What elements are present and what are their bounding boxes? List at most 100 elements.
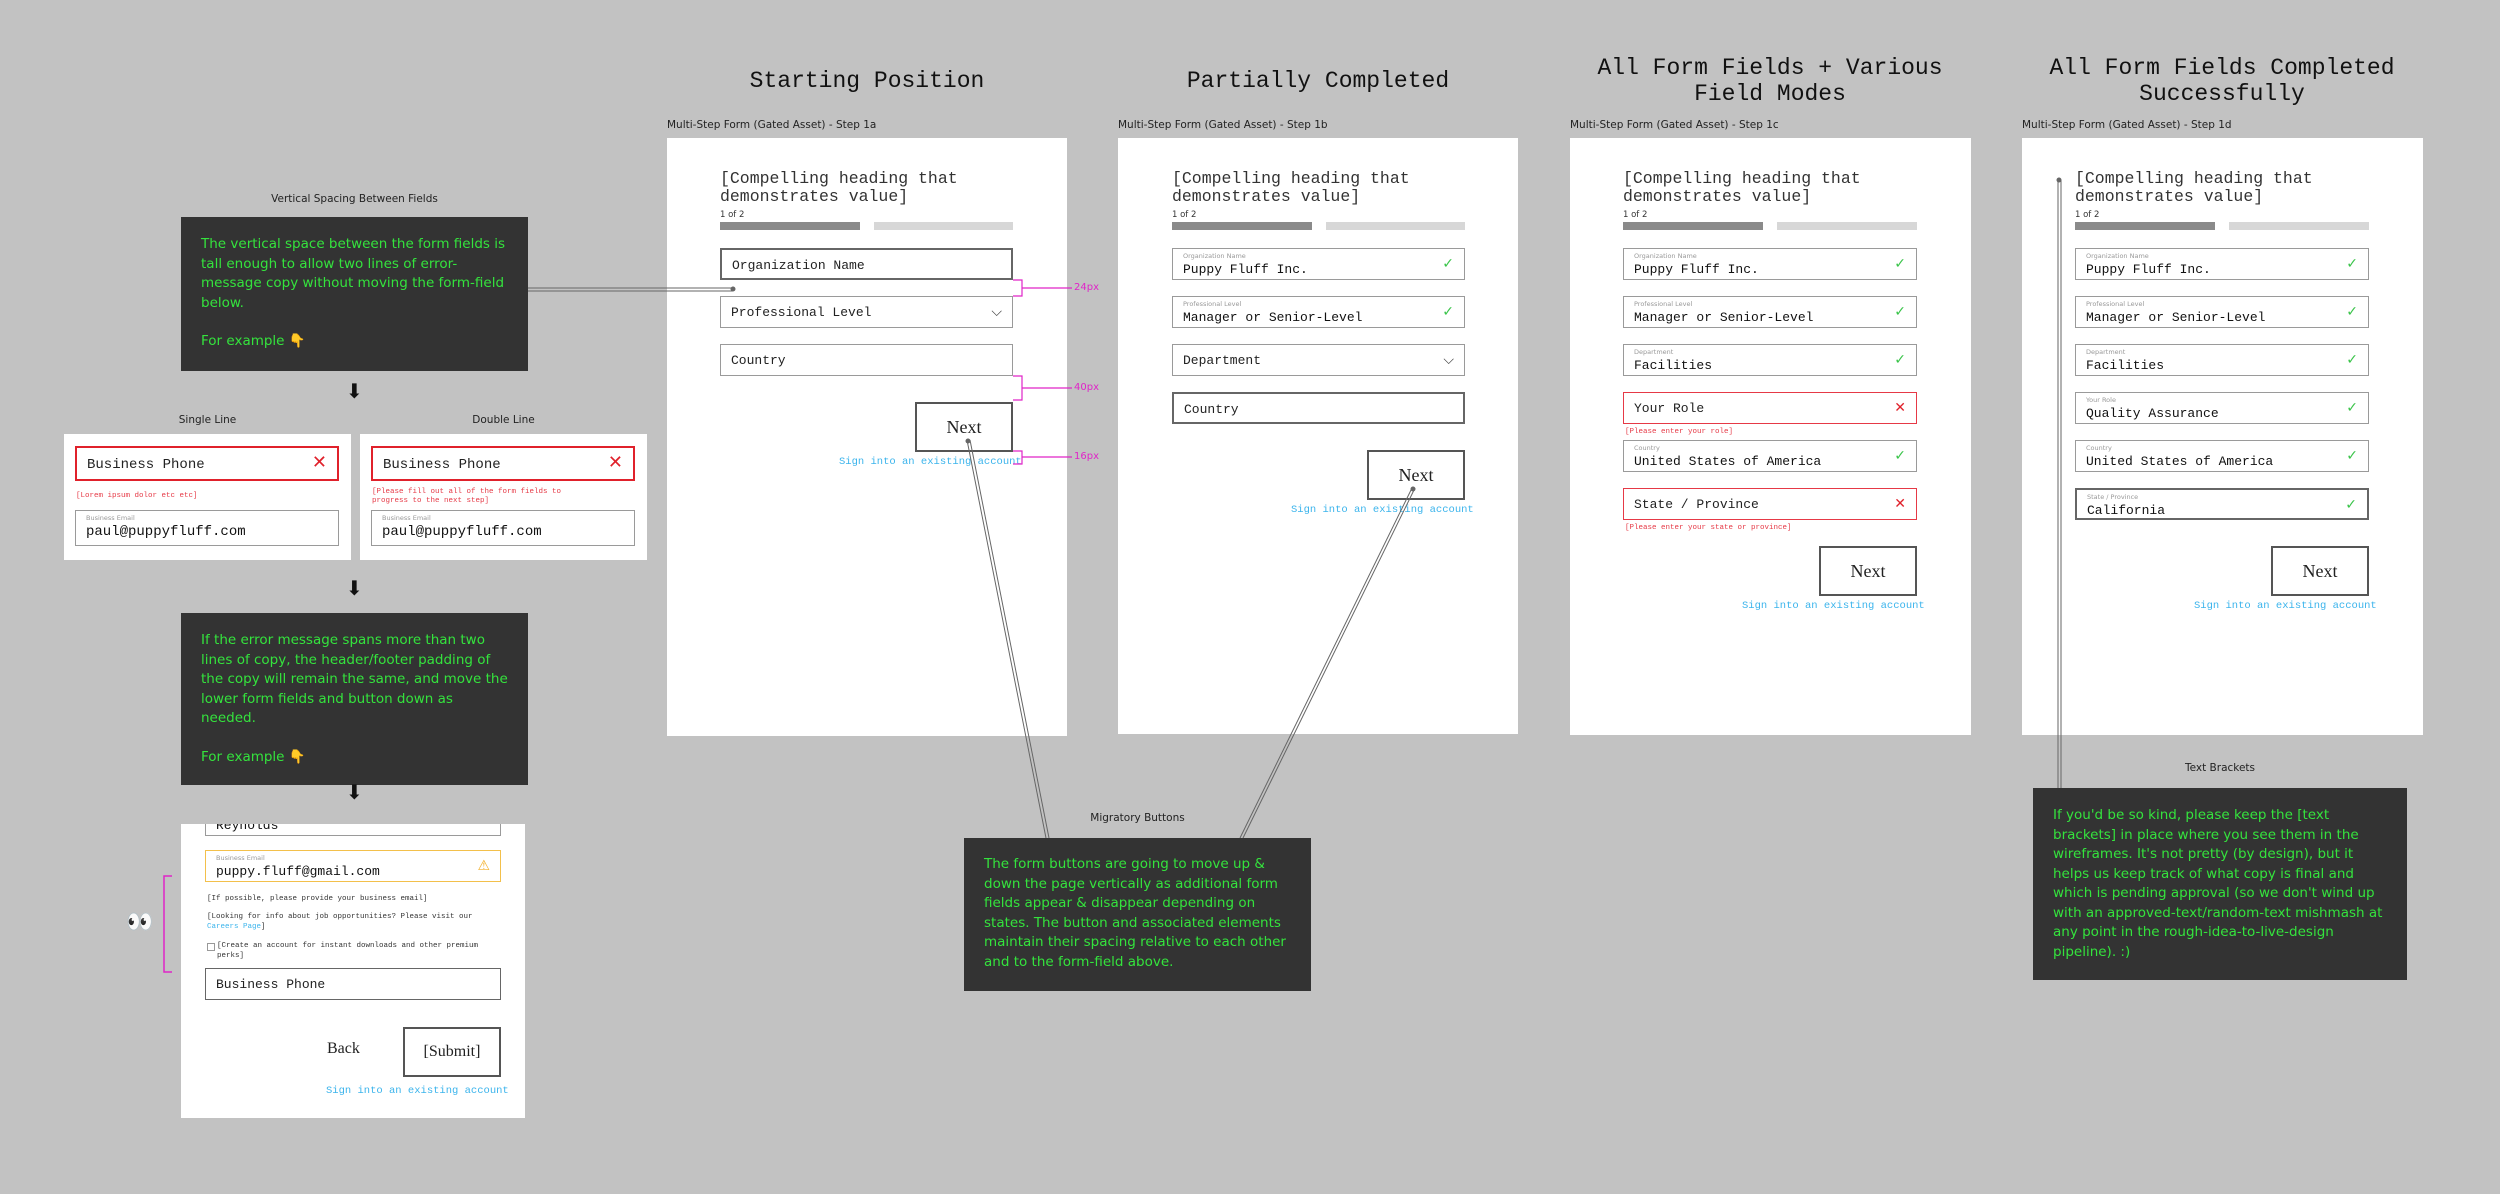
professional-level-select[interactable]: Professional Level ⌵: [720, 296, 1013, 328]
state-placeholder: State / Province: [1634, 497, 1759, 512]
board-label-1a: Multi-Step Form (Gated Asset) - Step 1a: [667, 119, 877, 131]
next-button[interactable]: Next: [2271, 546, 2369, 596]
state-value: California: [2087, 503, 2166, 518]
eyes-icon: 👀: [126, 910, 154, 935]
check-icon: ✓: [1442, 304, 1454, 320]
x-icon: ✕: [1894, 400, 1906, 416]
role-field[interactable]: Your Role ✕: [1623, 392, 1917, 424]
sign-in-link[interactable]: Sign into an existing account: [326, 1085, 509, 1097]
professional-level-placeholder: Professional Level: [731, 305, 872, 320]
check-icon: ✓: [1894, 352, 1906, 368]
check-icon: ✓: [2346, 304, 2358, 320]
business-phone-placeholder: Business Phone: [87, 457, 205, 473]
migratory-buttons-note: The form buttons are going to move up & …: [964, 838, 1311, 991]
last-name-field[interactable]: Reynolds: [205, 824, 501, 836]
business-email-field[interactable]: Business Email puppy.fluff@gmail.com ⚠: [205, 850, 501, 882]
business-phone-placeholder: Business Phone: [383, 457, 501, 473]
organization-field[interactable]: Organization Name Puppy Fluff Inc. ✓: [1623, 248, 1917, 280]
organization-value: Puppy Fluff Inc.: [2086, 262, 2211, 277]
sign-in-link[interactable]: Sign into an existing account: [2194, 600, 2377, 612]
state-label: State / Province: [2087, 493, 2139, 501]
country-field[interactable]: Country: [1172, 392, 1465, 424]
chevron-down-icon: ⌵: [991, 304, 1002, 320]
text-brackets-note: If you'd be so kind, please keep the [te…: [2033, 788, 2407, 980]
organization-value: Puppy Fluff Inc.: [1634, 262, 1759, 277]
state-field[interactable]: State / Province ✕: [1623, 488, 1917, 520]
sign-in-link[interactable]: Sign into an existing account: [839, 456, 1022, 468]
text-brackets-caption: Text Brackets: [2184, 762, 2256, 774]
role-field[interactable]: Your Role Quality Assurance ✓: [2075, 392, 2369, 424]
check-icon: ✓: [1442, 256, 1454, 272]
sign-in-link[interactable]: Sign into an existing account: [1742, 600, 1925, 612]
check-icon: ✓: [1894, 448, 1906, 464]
double-line-example: Business Phone ✕ [Please fill out all of…: [360, 434, 647, 560]
sign-in-link[interactable]: Sign into an existing account: [1291, 504, 1474, 516]
step-indicator: 1 of 2: [1172, 210, 1197, 220]
progress-filled: [720, 222, 860, 230]
column-title-modes: All Form Fields + Various Field Modes: [1597, 55, 1943, 107]
professional-level-value: Manager or Senior-Level: [1634, 310, 1814, 325]
country-field[interactable]: Country United States of America ✓: [1623, 440, 1917, 472]
business-phone-field[interactable]: Business Phone: [205, 968, 501, 1000]
account-checkbox[interactable]: [207, 943, 215, 951]
artboard-step-1d: [Compelling heading that demonstrates va…: [2022, 138, 2423, 735]
x-icon: ✕: [1894, 496, 1906, 512]
department-label: Department: [2086, 348, 2126, 356]
professional-level-field[interactable]: Professional Level Manager or Senior-Lev…: [1623, 296, 1917, 328]
back-button[interactable]: Back: [327, 1040, 360, 1057]
department-value: Facilities: [2086, 358, 2165, 373]
migratory-buttons-caption: Migratory Buttons: [1090, 812, 1185, 824]
x-icon: ✕: [607, 452, 623, 473]
careers-page-link[interactable]: Careers Page: [207, 923, 262, 931]
department-field[interactable]: Department Facilities ✓: [2075, 344, 2369, 376]
next-button[interactable]: Next: [1367, 450, 1465, 500]
next-button[interactable]: Next: [915, 402, 1013, 452]
chevron-down-icon: ⌵: [1443, 352, 1454, 368]
form-heading: [Compelling heading that demonstrates va…: [1623, 169, 1861, 206]
check-icon: ✓: [1894, 256, 1906, 272]
role-placeholder: Your Role: [1634, 401, 1705, 416]
step-indicator: 1 of 2: [1623, 210, 1648, 220]
professional-level-field[interactable]: Professional Level Manager or Senior-Lev…: [1172, 296, 1465, 328]
vertical-spacing-caption: Vertical Spacing Between Fields: [271, 193, 438, 205]
next-button[interactable]: Next: [1819, 546, 1917, 596]
board-label-1c: Multi-Step Form (Gated Asset) - Step 1c: [1570, 119, 1779, 131]
arrow-down-icon: ⬇: [346, 780, 363, 804]
department-placeholder: Department: [1183, 353, 1262, 368]
check-icon: ✓: [2346, 352, 2358, 368]
progress-empty: [2229, 222, 2369, 230]
role-label: Your Role: [2086, 396, 2116, 404]
department-select[interactable]: Department ⌵: [1172, 344, 1465, 376]
organization-field[interactable]: Organization Name Puppy Fluff Inc. ✓: [1172, 248, 1465, 280]
professional-level-label: Professional Level: [2086, 300, 2145, 308]
department-label: Department: [1634, 348, 1674, 356]
board-label-1d: Multi-Step Form (Gated Asset) - Step 1d: [2022, 119, 2232, 131]
business-email-label: Business Email: [216, 854, 265, 862]
step-indicator: 1 of 2: [720, 210, 745, 220]
professional-level-label: Professional Level: [1634, 300, 1693, 308]
overflow-example: Reynolds Business Email puppy.fluff@gmai…: [181, 824, 525, 1118]
country-field[interactable]: Country: [720, 344, 1013, 376]
double-line-error: [Please fill out all of the form fields …: [372, 488, 562, 505]
business-email-label: Business Email: [86, 514, 135, 522]
organization-field[interactable]: Organization Name Puppy Fluff Inc. ✓: [2075, 248, 2369, 280]
submit-button[interactable]: [Submit]: [403, 1027, 501, 1077]
progress-filled: [1623, 222, 1763, 230]
state-error-message: [Please enter your state or province]: [1625, 524, 1792, 532]
progress-empty: [1326, 222, 1465, 230]
country-field[interactable]: Country United States of America ✓: [2075, 440, 2369, 472]
organization-field[interactable]: Organization Name: [720, 248, 1013, 280]
organization-label: Organization Name: [1183, 252, 1246, 260]
department-field[interactable]: Department Facilities ✓: [1623, 344, 1917, 376]
state-field[interactable]: State / Province California ✓: [2075, 488, 2369, 520]
professional-level-value: Manager or Senior-Level: [1183, 310, 1363, 325]
business-email-field[interactable]: Business Email paul@puppyfluff.com: [371, 510, 635, 546]
professional-level-field[interactable]: Professional Level Manager or Senior-Lev…: [2075, 296, 2369, 328]
business-phone-field[interactable]: Business Phone ✕: [75, 446, 339, 481]
country-placeholder: Country: [1184, 402, 1239, 417]
business-phone-field[interactable]: Business Phone ✕: [371, 446, 635, 481]
spacing-label-24px: 24px: [1074, 282, 1099, 293]
check-icon: ✓: [2346, 256, 2358, 272]
business-email-field[interactable]: Business Email paul@puppyfluff.com: [75, 510, 339, 546]
column-title-completed: All Form Fields Completed Successfully: [2049, 55, 2395, 107]
